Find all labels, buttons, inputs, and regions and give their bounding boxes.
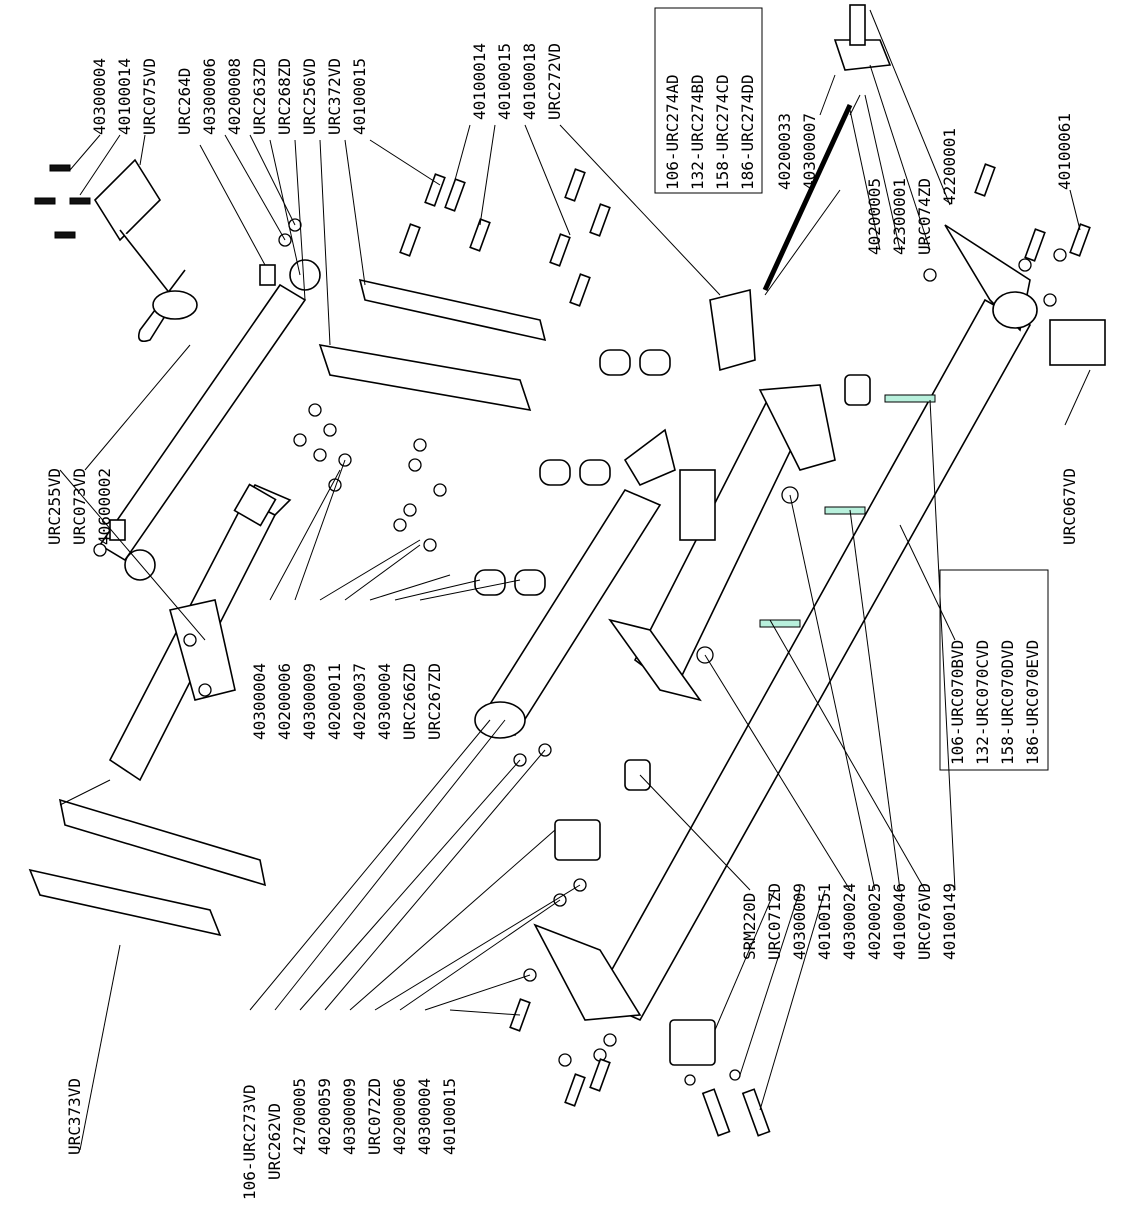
part-label: URC072ZD (365, 1078, 384, 1155)
part-label: URC266ZD (400, 663, 419, 740)
part-label: URC075VD (140, 58, 159, 135)
part-label: 40200025 (865, 883, 884, 960)
part-label: URC264D (175, 68, 194, 135)
part-label: 40200037 (350, 663, 369, 740)
part-label: URC268ZD (275, 58, 294, 135)
part-label: 40100046 (890, 883, 909, 960)
part-label: SRM220D (740, 893, 759, 960)
part-label: URC076VD (915, 883, 934, 960)
part-label: 40100018 (520, 43, 539, 120)
part-label: 106-URC273VD (240, 1084, 259, 1200)
part-label: URC263ZD (250, 58, 269, 135)
part-label: 40100015 (350, 58, 369, 135)
part-label: 40300009 (790, 883, 809, 960)
part-label: 40100014 (470, 43, 489, 120)
part-label: URC074ZD (915, 178, 934, 255)
part-label: 40300004 (90, 58, 109, 135)
part-label: 40300004 (250, 663, 269, 740)
part-label: 40200011 (325, 663, 344, 740)
label-top-right-block: 106-URC274AD 132-URC274BD 158-URC274CD 1… (654, 7, 763, 194)
part-label: 40300024 (840, 883, 859, 960)
part-label: URC372VD (325, 58, 344, 135)
part-label: 106-URC070BVD (948, 640, 967, 765)
part-label: 106-URC274AD (663, 74, 682, 190)
part-label: 132-URC274BD (688, 74, 707, 190)
part-label: 40200005 (865, 178, 884, 255)
part-label: 40300004 (375, 663, 394, 740)
part-label: URC262VD (265, 1103, 284, 1180)
label-top-row: 40300004 40100014 URC075VD URC264D 40300… (90, 43, 564, 135)
part-label: 132-URC070CVD (973, 640, 992, 765)
part-label: 40100151 (815, 883, 834, 960)
part-label: URC267ZD (425, 663, 444, 740)
part-label: 42700005 (290, 1078, 309, 1155)
part-label: URC071ZD (765, 883, 784, 960)
part-label: 40600002 (95, 468, 114, 545)
label-middle-group: 40300004 40200006 40300009 40200011 4020… (250, 663, 444, 740)
part-label: URC373VD (65, 1078, 84, 1155)
part-label: 42200001 (940, 128, 959, 205)
part-label: 40300009 (340, 1078, 359, 1155)
part-label: 40100061 (1055, 113, 1074, 190)
part-label: 40100014 (115, 58, 134, 135)
part-label: URC067VD (1060, 468, 1079, 545)
label-right-group: URC067VD (1060, 468, 1079, 545)
leader-lines (59, 9, 1091, 1151)
part-label: 40100015 (495, 43, 514, 120)
label-bottom-left: URC373VD (65, 1078, 84, 1155)
part-label: 40200033 (775, 113, 794, 190)
part-label: 40200006 (275, 663, 294, 740)
part-label: URC255VD (45, 468, 64, 545)
part-label: URC256VD (300, 58, 319, 135)
part-label: 158-URC070DVD (998, 640, 1017, 765)
part-label: 186-URC274DD (738, 74, 757, 190)
part-label: 40100149 (940, 883, 959, 960)
part-label: 40300009 (300, 663, 319, 740)
part-label: 158-URC274CD (713, 74, 732, 190)
label-left-group: URC255VD URC073VD 40600002 (45, 468, 114, 545)
label-bottom-middle: 106-URC273VD URC262VD 42700005 40200059 … (240, 1078, 459, 1200)
part-label: 42300001 (890, 178, 909, 255)
part-label: 40200006 (390, 1078, 409, 1155)
label-right-block: 106-URC070BVD 132-URC070CVD 158-URC070DV… (939, 569, 1049, 771)
part-label: URC272VD (545, 43, 564, 120)
part-label: 40200059 (315, 1078, 334, 1155)
part-label: 40300004 (415, 1078, 434, 1155)
part-label: 186-URC070EVD (1023, 640, 1042, 765)
part-label: 40200008 (225, 58, 244, 135)
part-label: URC073VD (70, 468, 89, 545)
part-label: 40100015 (440, 1078, 459, 1155)
label-bottom-right: SRM220D URC071ZD 40300009 40100151 40300… (740, 883, 959, 960)
part-label: 40300007 (800, 113, 819, 190)
label-top-right-parts: 40200033 40300007 40200005 42300001 URC0… (775, 113, 1074, 255)
part-label: 40300006 (200, 58, 219, 135)
